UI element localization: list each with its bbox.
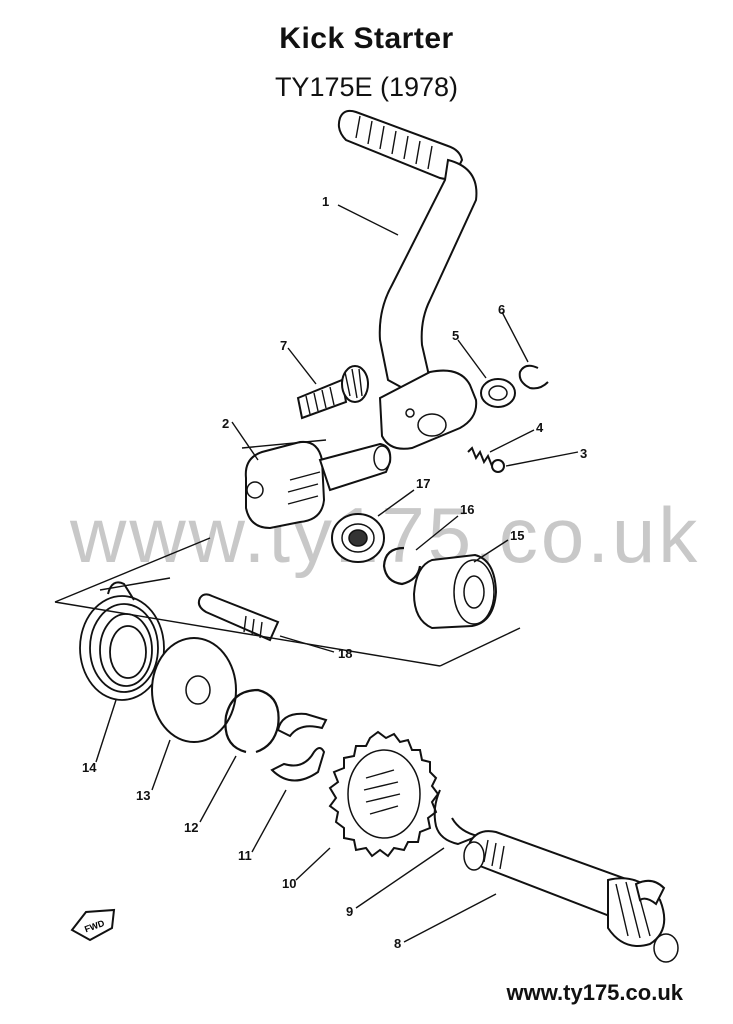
part-label-17: 17 bbox=[416, 476, 430, 491]
diagram-subtitle: TY175E (1978) bbox=[274, 72, 459, 102]
part-label-8: 8 bbox=[394, 936, 401, 951]
part-label-7: 7 bbox=[280, 338, 287, 353]
part-label-3: 3 bbox=[580, 446, 587, 461]
part-label-5: 5 bbox=[452, 328, 459, 343]
part-label-12: 12 bbox=[184, 820, 198, 835]
part-label-15: 15 bbox=[510, 528, 524, 543]
part-label-14: 14 bbox=[82, 760, 97, 775]
spring-clip bbox=[433, 789, 482, 846]
part-label-13: 13 bbox=[136, 788, 150, 803]
part-label-2: 2 bbox=[222, 416, 229, 431]
footer-url[interactable]: www.ty175.co.uk bbox=[506, 980, 683, 1005]
bushing bbox=[412, 553, 498, 630]
kick-lever bbox=[337, 109, 478, 450]
part-label-16: 16 bbox=[460, 502, 474, 517]
oil-seal bbox=[331, 513, 385, 563]
torsion-spring bbox=[79, 581, 165, 701]
part-label-10: 10 bbox=[282, 876, 296, 891]
assembly-bracket-lines bbox=[54, 439, 521, 667]
diagram-title: Kick Starter bbox=[279, 22, 454, 55]
part-label-18: 18 bbox=[338, 646, 352, 661]
circlip-16 bbox=[382, 546, 422, 586]
kick-gear bbox=[328, 730, 440, 858]
clip-11 bbox=[270, 712, 328, 782]
part-label-4: 4 bbox=[536, 420, 544, 435]
forward-arrow-icon: FWD bbox=[70, 908, 116, 942]
spring-and-ball bbox=[467, 446, 505, 473]
circlip-6 bbox=[518, 364, 549, 390]
part-label-1: 1 bbox=[322, 194, 329, 209]
washer-5 bbox=[480, 378, 516, 408]
leader-lines bbox=[95, 204, 579, 943]
part-label-6: 6 bbox=[498, 302, 505, 317]
part-label-9: 9 bbox=[346, 904, 353, 919]
kick-shaft bbox=[463, 830, 679, 963]
bolt bbox=[296, 365, 369, 420]
part-labels: 1 2 3 4 5 6 7 8 9 10 11 12 13 14 15 16 1… bbox=[82, 194, 587, 951]
kick-boss bbox=[244, 440, 392, 530]
plate-washer bbox=[151, 637, 237, 743]
pin bbox=[197, 593, 280, 642]
circlip-12 bbox=[224, 688, 280, 754]
part-label-11: 11 bbox=[238, 848, 252, 863]
